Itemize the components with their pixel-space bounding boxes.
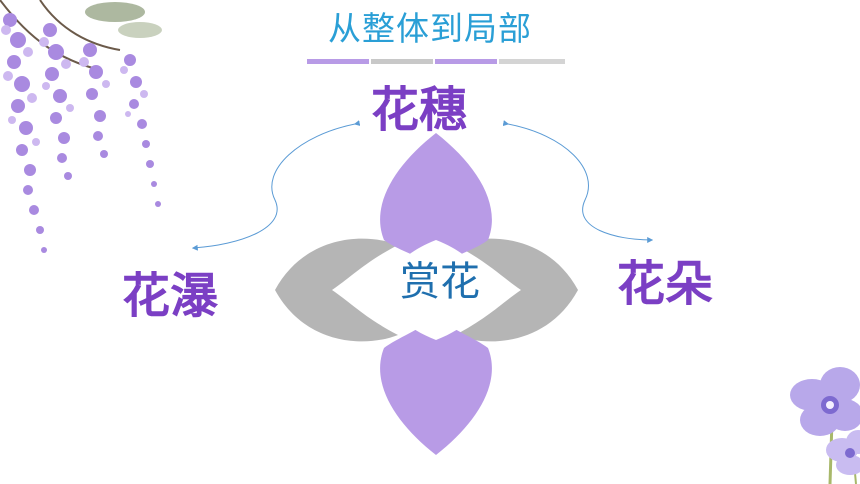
title-underline (307, 59, 565, 64)
four-petal-shape (275, 133, 578, 455)
wisteria-decoration-icon (0, 0, 162, 253)
connector-arrows (191, 120, 654, 251)
label-top: 花穗 (371, 82, 468, 138)
label-left: 花瀑 (122, 268, 219, 324)
label-right: 花朵 (617, 256, 714, 312)
bottom-petal (380, 316, 492, 455)
flower-decoration-icon (790, 367, 860, 484)
slide-title: 从整体到局部 (328, 9, 532, 48)
top-petal (380, 133, 492, 268)
right-petal (455, 238, 578, 342)
left-petal (275, 238, 398, 342)
center-label: 赏花 (400, 259, 480, 305)
